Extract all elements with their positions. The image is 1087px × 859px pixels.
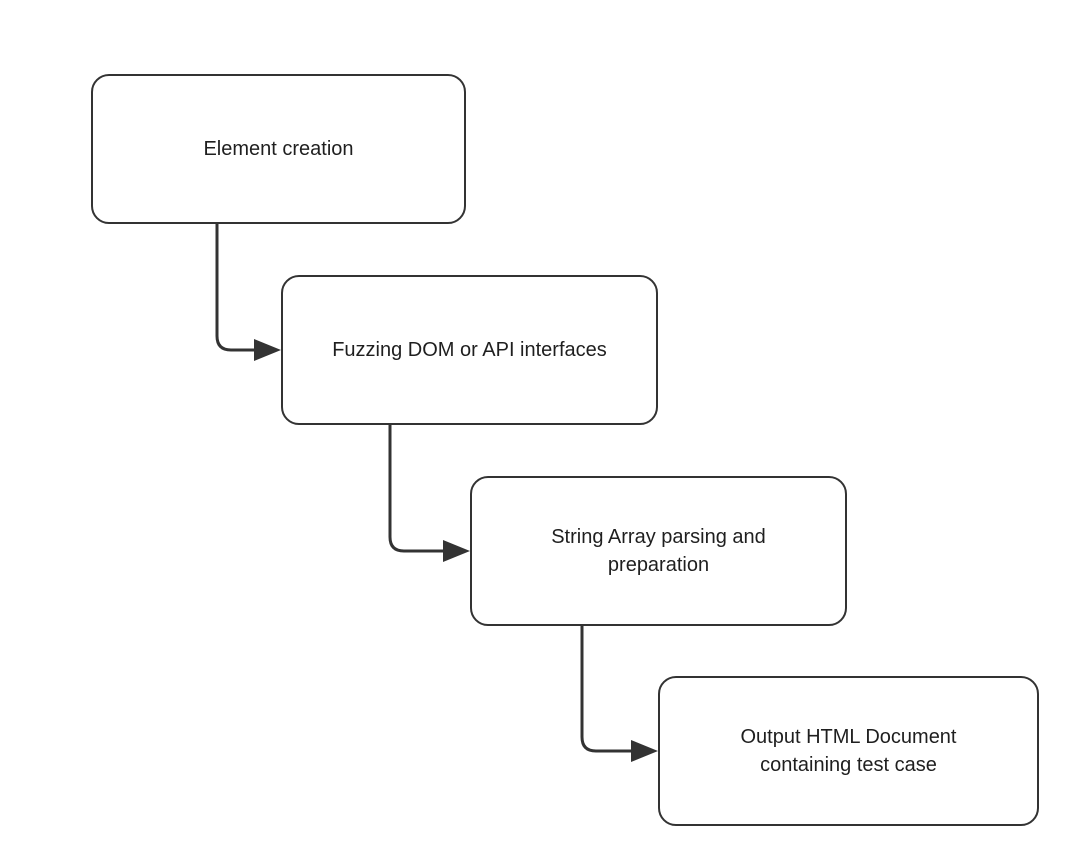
arrowhead-2-3 — [443, 540, 470, 562]
node-label: Fuzzing DOM or API interfaces — [332, 339, 607, 361]
connector-1-2 — [215, 222, 257, 352]
arrowhead-1-2 — [254, 339, 281, 361]
node-output-html-document: Output HTML Document containing test cas… — [658, 676, 1039, 826]
arrowhead-3-4 — [631, 740, 658, 762]
node-label: Output HTML Document containing test cas… — [740, 726, 957, 776]
node-element-creation: Element creation — [91, 74, 466, 224]
node-string-array-parsing: String Array parsing and preparation — [470, 476, 847, 626]
connector-2-3 — [388, 423, 446, 553]
connector-3-4 — [580, 624, 634, 753]
node-label: Element creation — [203, 138, 354, 160]
node-fuzzing-dom-api: Fuzzing DOM or API interfaces — [281, 275, 658, 425]
node-label: String Array parsing and preparation — [551, 526, 766, 576]
